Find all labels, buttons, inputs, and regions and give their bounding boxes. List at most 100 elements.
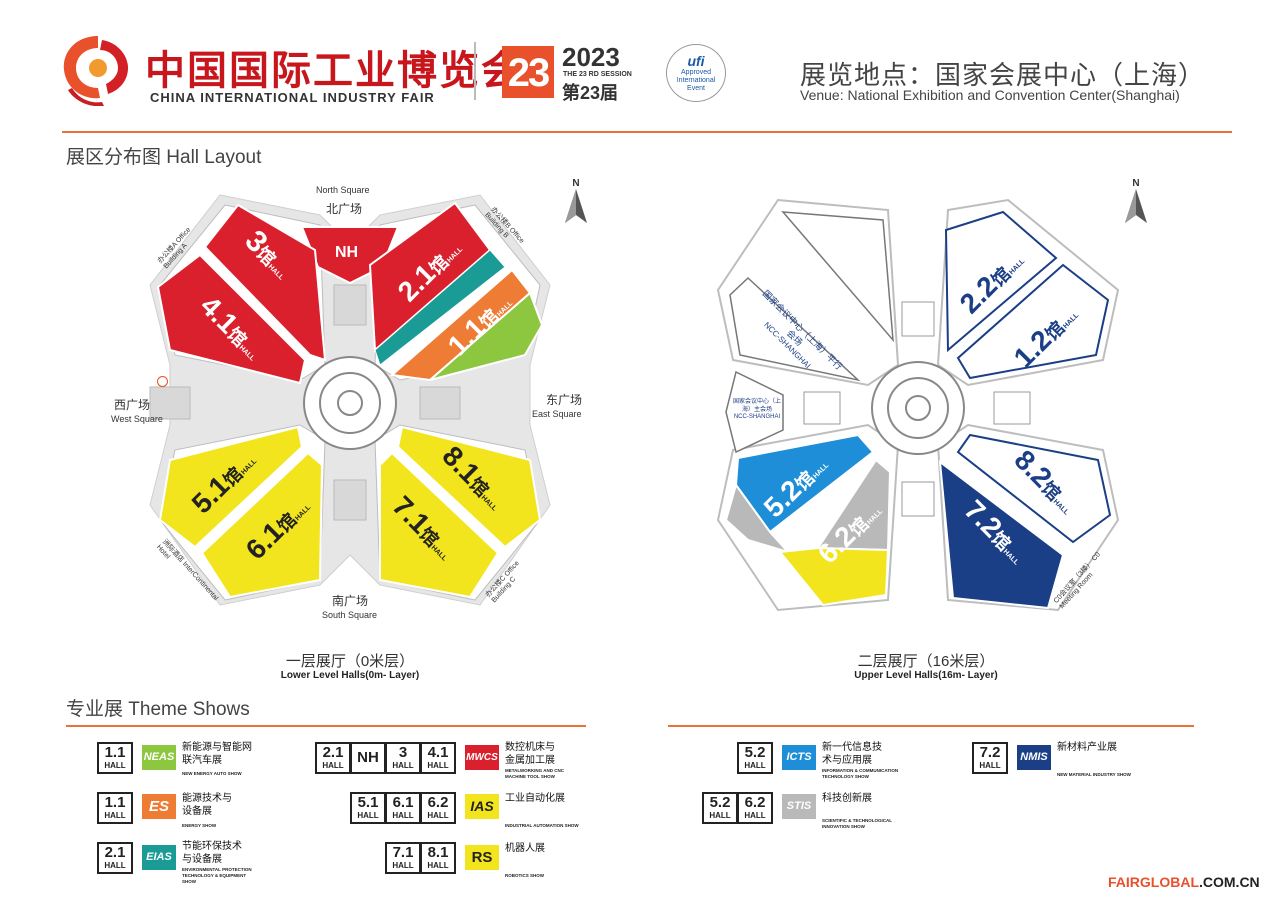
hallbox-word: HALL — [104, 811, 126, 820]
hallbox-number: 7.1 — [392, 844, 414, 861]
hallbox-number: NH — [357, 749, 379, 766]
theme-shows-title-cn: 专业展 — [66, 699, 124, 720]
theme-rule-right — [668, 725, 1194, 727]
hallbox-number: 3 — [398, 744, 408, 761]
upper-hall-5-2-blue — [734, 433, 875, 534]
lower-label-7-1-word: HALL — [429, 544, 448, 563]
lower-hall-8-1 — [396, 425, 542, 549]
hallbox-word: HALL — [392, 861, 414, 870]
lower-label-3-word: HALL — [266, 263, 285, 282]
hallbox-word: HALL — [427, 761, 449, 770]
hall-layout-title: 展区分布图 Hall Layout — [66, 142, 261, 169]
hallbox-word: HALL — [744, 761, 766, 770]
ncc-main-cn: 国家会议中心（上海）主会场 — [732, 399, 781, 413]
ncc-main-en: NCC-SHANGHAI — [733, 414, 781, 420]
hallbox-word: HALL — [427, 811, 449, 820]
session-en: THE 23 RD SESSION — [563, 71, 632, 78]
show-ias-en: INDUSTRIAL AUTOMATION SHOW — [505, 823, 579, 828]
fairglobal-brand: FAIRGLOBAL — [1108, 874, 1199, 890]
hallbox-number: 8.1 — [427, 844, 449, 861]
lower-caption-cn: 一层展厅（0米层） — [285, 653, 415, 670]
show-icts-en: INFORMATION & COMMUNICATION TECHNOLOGY S… — [822, 768, 899, 779]
hallbox-word: HALL — [709, 811, 731, 820]
show-nmis-name: 新材料产业展 — [1057, 742, 1117, 753]
ias-logo: IAS — [465, 794, 499, 819]
show-rs-en: ROBOTICS SHOW — [505, 873, 544, 878]
show-eias-en: ENVIRONMENTAL PROTECTION TECHNOLOGY & EQ… — [182, 867, 252, 884]
header-divider — [474, 42, 476, 100]
ufi-badge: ufi Approved International Event — [666, 44, 726, 102]
show-ias-name: 工业自动化展 — [505, 793, 565, 804]
theme-shows-title: 专业展 Theme Shows — [66, 694, 250, 721]
hallbox-word: HALL — [744, 811, 766, 820]
fair-logo — [58, 30, 138, 107]
lower-link-n — [333, 284, 367, 326]
lower-hall-6-1 — [200, 451, 324, 599]
lower-hall-1-1-green — [429, 291, 544, 381]
show-stis-en: SCIENTIFIC & TECHNOLOGICAL INNOVATION SH… — [822, 818, 892, 829]
upper-label-8-2-word: HALL — [1051, 498, 1070, 517]
show-es-name: 能源技术与设备展 — [182, 793, 232, 817]
south-square-cn: 南广场 — [332, 594, 369, 608]
lower-caption-en: Lower Level Halls(0m- Layer) — [280, 670, 420, 681]
venue-en: Venue: National Exhibition and Conventio… — [800, 87, 1180, 103]
north-square-cn: 北广场 — [326, 202, 363, 216]
north-arrow-icon — [565, 189, 587, 223]
east-square-cn: 东广场 — [546, 393, 583, 407]
upper-label-7-2-word: HALL — [1001, 548, 1020, 567]
show-icts-name: 新一代信息技术与应用展 — [822, 742, 882, 766]
upper-link-w — [803, 391, 841, 425]
ufi-brand: ufi — [687, 53, 705, 69]
ncc-main-label: 国家会议中心（上海）主会场 NCC-SHANGHAI — [729, 398, 785, 420]
session-badge: 23 — [502, 46, 554, 98]
hallbox-word: HALL — [104, 761, 126, 770]
neas-logo: NEAS — [142, 745, 176, 770]
show-neas-en: NEW ENERGY AUTO SHOW — [182, 771, 242, 776]
hallbox-word: HALL — [392, 761, 414, 770]
upper-level-map — [716, 198, 1120, 612]
upper-hall-1-2 — [956, 263, 1110, 380]
upper-center-mid — [887, 377, 949, 439]
east-square-en: East Square — [532, 409, 582, 419]
upper-north-letter: N — [1132, 178, 1140, 189]
upper-hall-5-2-grey — [724, 482, 792, 554]
upper-caption-cn: 二层展厅（16米层） — [857, 653, 995, 670]
hallbox-number: 6.2 — [744, 794, 766, 811]
upper-hall-6-2-yellow — [778, 546, 890, 607]
west-square-en: West Square — [111, 414, 163, 424]
upper-link-s — [901, 481, 935, 517]
show-eias-name: 节能环保技术与设备展 — [182, 841, 242, 865]
session-cn: 第23届 — [562, 83, 619, 103]
upper-hall-8-2 — [956, 433, 1112, 544]
theme-shows-title-en: Theme Shows — [128, 699, 250, 720]
upper-ncc-main — [725, 370, 784, 454]
upper-hall-7-2 — [938, 459, 1065, 610]
venue-cn: 展览地点：国家会展中心（上海） — [800, 60, 1206, 90]
nmis-logo: NMIS — [1017, 745, 1051, 770]
south-square-en: South Square — [322, 610, 378, 620]
fair-name-en: CHINA INTERNATIONAL INDUSTRY FAIR — [150, 90, 435, 105]
hallbox-word: HALL — [979, 761, 1001, 770]
icts-logo: ICTS — [782, 745, 816, 770]
hall-layout-title-cn: 展区分布图 — [66, 147, 162, 168]
hallbox-number: 1.1 — [104, 744, 126, 761]
hallbox-word: HALL — [392, 811, 414, 820]
hallbox-number: 7.2 — [979, 744, 1001, 761]
lower-center-mid — [319, 372, 381, 434]
hallbox-word: HALL — [427, 861, 449, 870]
upper-nw-block-a — [781, 211, 894, 343]
lower-north-arrow: N — [565, 178, 587, 228]
ufi-text: Approved International Event — [676, 69, 716, 92]
hallbox-number: 5.2 — [744, 744, 766, 761]
lower-label-nh: NH — [335, 244, 359, 261]
rs-logo: RS — [465, 845, 499, 870]
